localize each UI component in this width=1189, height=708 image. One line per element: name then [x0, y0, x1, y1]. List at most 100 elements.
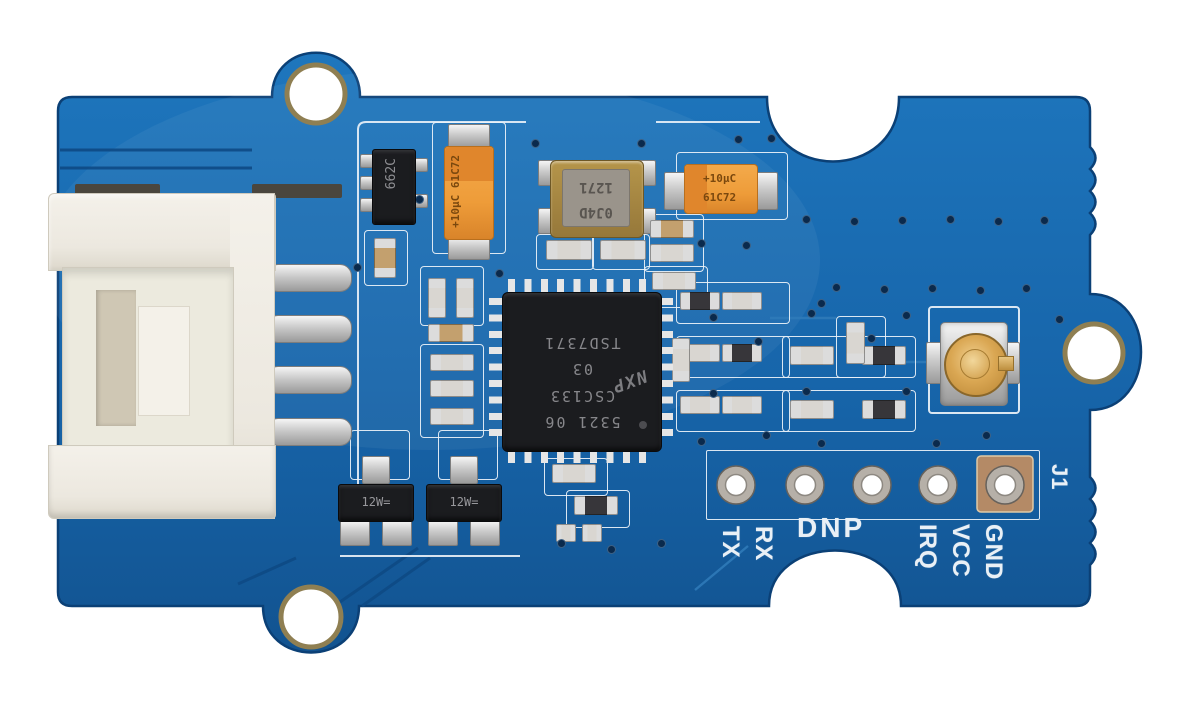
ufl-center-pin: [960, 349, 990, 379]
pin-label-irq: IRQ: [914, 524, 941, 570]
mounting-hole-bottom: [278, 584, 344, 650]
passive-component: [862, 400, 906, 419]
via: [494, 268, 504, 278]
via: [1021, 283, 1031, 293]
pin-label-gnd: GND: [980, 524, 1007, 581]
via: [806, 308, 816, 318]
via: [879, 284, 889, 294]
solder-pad: [340, 520, 370, 546]
via: [753, 336, 763, 346]
pin-label-tx: TX: [717, 526, 744, 559]
ic-pins-top: [508, 279, 654, 293]
connector-pin: [266, 264, 352, 292]
label-dnp: DNP: [797, 512, 866, 543]
passive-component: [430, 408, 474, 425]
q1-marking: 12W=: [361, 495, 391, 509]
connector-bottom-flange: [48, 445, 276, 519]
via: [606, 544, 616, 554]
via: [927, 283, 937, 293]
connector-tongue: [138, 306, 190, 416]
via: [801, 386, 811, 396]
passive-component: [374, 238, 396, 278]
solder-pad: [450, 456, 478, 484]
silkscreen-outline: [782, 390, 916, 432]
via: [741, 240, 751, 250]
cap2-marking-bottom: 61C72: [703, 190, 737, 204]
passive-component: [574, 496, 618, 515]
passive-component: [430, 380, 474, 397]
silkscreen-outline: [676, 282, 790, 324]
passive-component: [680, 292, 720, 310]
via: [831, 282, 841, 292]
header-j1-outline: [706, 450, 1040, 520]
mounting-hole-right: [1062, 321, 1126, 385]
passive-component: [790, 346, 834, 365]
cap2-marking-top: +10µC: [703, 172, 737, 185]
transistor-q1: 12W=: [338, 484, 414, 522]
via: [931, 438, 941, 448]
silkscreen-outline: [676, 390, 790, 432]
solder-pad: [470, 520, 500, 546]
passive-component: [650, 244, 694, 262]
mounting-hole-top: [284, 62, 348, 126]
via: [945, 214, 955, 224]
via: [816, 438, 826, 448]
via: [696, 436, 706, 446]
connector-slot: [96, 290, 136, 426]
via: [975, 285, 985, 295]
via: [352, 262, 362, 272]
via: [801, 214, 811, 224]
pin-label-vcc: VCC: [947, 524, 974, 578]
via: [901, 310, 911, 320]
via: [816, 298, 826, 308]
passive-component: [582, 524, 602, 542]
via: [993, 216, 1003, 226]
voltage-regulator: 662C: [372, 149, 416, 225]
q2-marking: 12W=: [449, 495, 479, 509]
pin-label-rx: RX: [750, 526, 777, 562]
via: [897, 215, 907, 225]
solder-pad: [362, 456, 390, 484]
via: [766, 133, 776, 143]
silk-lines: [340, 121, 760, 557]
passive-component: [552, 464, 596, 483]
solder-pad: [448, 236, 490, 260]
cap2-marking: +10µC 61C72: [703, 170, 736, 207]
passive-component: [546, 240, 592, 260]
connector-pin: [266, 315, 352, 343]
via: [866, 333, 876, 343]
passive-component: [680, 396, 720, 414]
via: [556, 538, 566, 548]
via: [708, 312, 718, 322]
via: [530, 138, 540, 148]
ic-pins-bottom: [508, 449, 654, 463]
ic-pins-right: [659, 298, 673, 444]
header-j1-holes: [716, 455, 1034, 513]
crystal-oscillator: 0J4D 1271: [550, 160, 644, 238]
via: [656, 538, 666, 548]
mounting-holes: [278, 62, 1126, 650]
via: [849, 216, 859, 226]
tantalum-capacitor-1: +10µC 61C72: [444, 146, 494, 240]
via: [636, 138, 646, 148]
ic-body: 5321 06 CSC133 03 TSD7371 NXP: [502, 292, 662, 452]
passive-component: [722, 344, 762, 362]
silkscreen-outline: [364, 230, 408, 286]
passive-component: [428, 278, 446, 318]
cap-polarity-band: [445, 147, 493, 181]
passive-component: [430, 354, 474, 371]
passive-component: [790, 400, 834, 419]
via: [901, 386, 911, 396]
via: [696, 238, 706, 248]
transistor-q2: 12W=: [426, 484, 502, 522]
silkscreen-outline: [420, 344, 484, 438]
label-j1: J1: [1047, 464, 1072, 491]
via: [761, 430, 771, 440]
via: [1054, 314, 1064, 324]
passive-component: [456, 278, 474, 318]
passive-component: [650, 220, 694, 238]
